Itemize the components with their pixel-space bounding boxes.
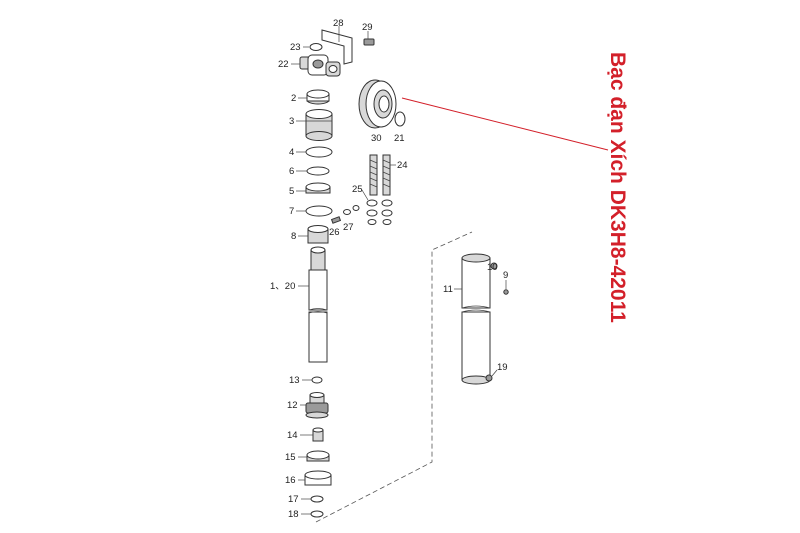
part-18-ring <box>310 510 324 518</box>
callout-text: Bạc đạn Xích DK3H8-42011 <box>606 52 629 323</box>
label-26: 26 <box>329 227 340 238</box>
part-13-ring <box>311 376 323 384</box>
label-7: 7 <box>289 206 294 217</box>
label-28: 28 <box>333 18 344 29</box>
callout-leader-line <box>401 97 609 151</box>
label-23: 23 <box>290 42 301 53</box>
label-30: 30 <box>371 133 382 144</box>
label-11: 11 <box>443 284 453 295</box>
label-12: 12 <box>287 400 298 411</box>
label-8: 8 <box>291 231 296 242</box>
part-12-gear-hub <box>305 392 329 419</box>
part-2-collar <box>306 89 330 105</box>
label-27: 27 <box>343 222 354 233</box>
part-30-sprocket <box>358 79 397 129</box>
assembly-dashed-line <box>315 231 473 523</box>
part-10-pin <box>490 262 498 270</box>
part-4-washer <box>305 146 333 158</box>
label-15: 15 <box>285 452 296 463</box>
label-25: 25 <box>352 184 363 195</box>
label-19: 19 <box>497 362 508 373</box>
label-29: 29 <box>362 22 373 33</box>
part-27-nut <box>343 205 360 215</box>
part-28-bracket <box>321 26 353 65</box>
label-10: 10 <box>487 262 498 273</box>
label-2: 2 <box>291 93 296 104</box>
part-11-tube <box>461 253 491 385</box>
label-6: 6 <box>289 166 294 177</box>
part-16-cap <box>304 470 332 486</box>
part-6-ring <box>306 166 330 176</box>
label-9: 9 <box>503 270 508 281</box>
label-3: 3 <box>289 116 294 127</box>
part-15-collar <box>306 450 330 462</box>
part-5-bushing <box>305 182 331 194</box>
part-3-housing <box>305 109 333 141</box>
part-8-sleeve <box>307 225 329 244</box>
part-25-nuts <box>361 189 393 225</box>
label-5: 5 <box>289 186 294 197</box>
label-22: 22 <box>278 59 289 70</box>
part-7-washer <box>305 205 333 217</box>
label-24: 24 <box>397 160 408 171</box>
part-29-screw <box>363 31 375 46</box>
part-24-screws <box>369 154 396 196</box>
label-17: 17 <box>288 494 299 505</box>
label-1-20: 1、20 <box>270 281 295 292</box>
part-19-screw <box>485 369 498 382</box>
label-21: 21 <box>394 133 405 144</box>
part-21-bearing <box>394 111 406 127</box>
label-4: 4 <box>289 147 294 158</box>
part-1-20-shaft <box>308 246 328 363</box>
part-9-pin <box>503 280 509 295</box>
label-16: 16 <box>285 475 296 486</box>
label-13: 13 <box>289 375 300 386</box>
part-22-joint <box>291 54 341 77</box>
part-17-ring <box>310 495 324 503</box>
label-18: 18 <box>288 509 299 520</box>
part-26-bolt <box>330 216 342 224</box>
label-14: 14 <box>287 430 298 441</box>
part-14-bushing <box>312 427 324 442</box>
part-23-ring <box>309 43 323 51</box>
